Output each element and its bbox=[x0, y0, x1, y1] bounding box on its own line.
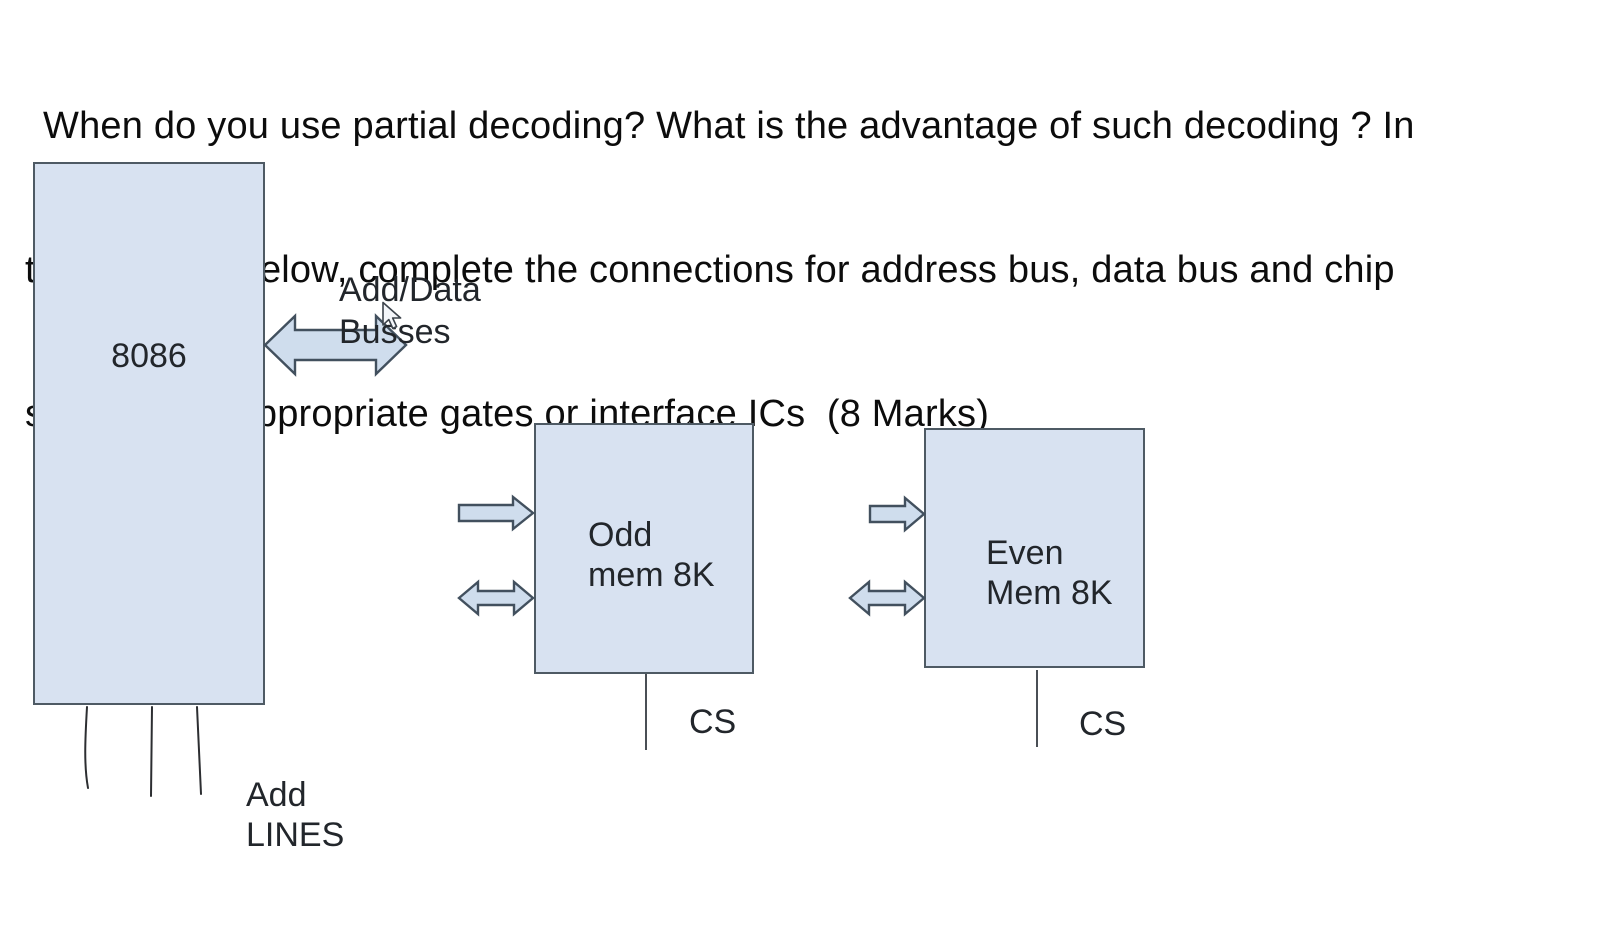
address-lines bbox=[84, 706, 202, 797]
even-chip-select-label: CS bbox=[1079, 705, 1127, 743]
odd-chip-select-label: CS bbox=[689, 703, 737, 741]
even-memory-address-arrow-icon[interactable] bbox=[868, 495, 926, 533]
even-memory-label-line-1: Even bbox=[986, 534, 1064, 572]
bus-label-line-1: Add/Data bbox=[339, 271, 481, 309]
bus-bidirectional-arrow-icon[interactable] bbox=[263, 313, 408, 377]
address-lines-label-line-1: Add bbox=[246, 776, 307, 814]
question-line-1: When do you use partial decoding? What i… bbox=[43, 105, 1415, 147]
odd-memory-label-line-1: Odd bbox=[588, 516, 653, 554]
even-memory-label-line-2: Mem 8K bbox=[986, 574, 1113, 612]
odd-memory-box[interactable] bbox=[534, 423, 754, 674]
odd-memory-data-arrow-icon[interactable] bbox=[457, 579, 535, 617]
odd-memory-label-line-2: mem 8K bbox=[588, 556, 715, 594]
even-memory-label: Even Mem 8K bbox=[986, 533, 1113, 613]
even-chip-select-line bbox=[1036, 670, 1038, 747]
cpu-label: 8086 bbox=[111, 337, 187, 375]
odd-memory-label: Odd mem 8K bbox=[588, 515, 715, 595]
address-lines-label: Add LINES bbox=[246, 775, 344, 855]
bus-label: Add/Data Busses bbox=[339, 269, 481, 353]
odd-chip-select-line bbox=[645, 674, 647, 750]
bus-label-line-2: Busses bbox=[339, 313, 451, 351]
even-memory-data-arrow-icon[interactable] bbox=[848, 579, 926, 617]
address-lines-label-line-2: LINES bbox=[246, 816, 345, 854]
cpu-8086-box[interactable]: 8086 bbox=[33, 162, 265, 705]
mouse-cursor-icon bbox=[382, 301, 402, 330]
odd-memory-address-arrow-icon[interactable] bbox=[457, 494, 535, 532]
even-memory-box[interactable] bbox=[924, 428, 1145, 668]
